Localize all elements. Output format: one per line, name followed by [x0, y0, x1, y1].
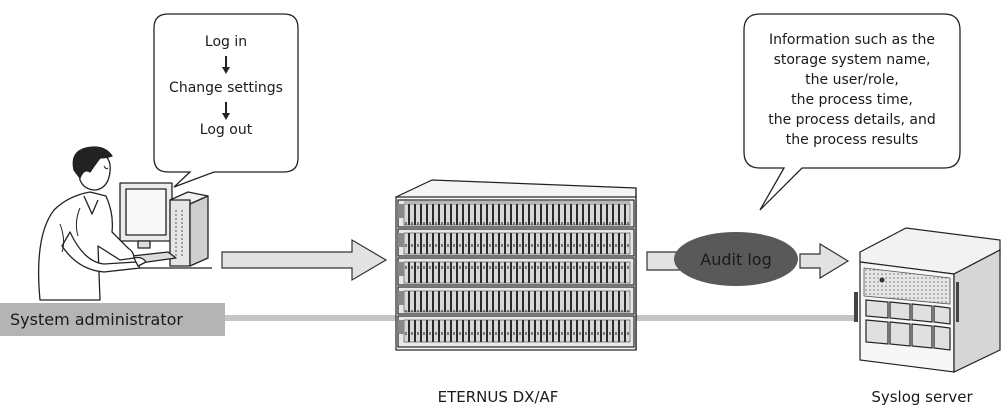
- info-line-5: the process details, and: [768, 112, 936, 128]
- drive-shelf-1: [397, 199, 635, 228]
- administrator-figure: [37, 146, 212, 301]
- admin-speech-bubble: Log in Change settings Log out: [153, 13, 299, 188]
- info-line-6: the process results: [786, 132, 919, 148]
- arrow-audit-to-syslog: [799, 242, 850, 280]
- drive-shelf-5: [397, 315, 635, 348]
- pc-tower: [169, 191, 209, 267]
- step-change-settings: Change settings: [169, 80, 283, 96]
- step-log-in: Log in: [205, 34, 247, 50]
- system-administrator-label: System administrator: [0, 303, 225, 336]
- info-line-2: storage system name,: [774, 52, 931, 68]
- info-line-4: the process time,: [791, 92, 913, 108]
- info-speech-bubble: Information such as the storage system n…: [743, 13, 961, 211]
- step-log-out: Log out: [200, 122, 253, 138]
- step-arrow-2: [222, 102, 230, 120]
- drive-shelf-3: [397, 257, 635, 286]
- storage-label: ETERNUS DX/AF: [438, 388, 559, 406]
- info-line-3: the user/role,: [805, 72, 899, 88]
- syslog-server: [854, 227, 1001, 373]
- drive-shelf-4: [397, 286, 635, 315]
- drive-shelf-2: [397, 228, 635, 257]
- audit-log-text: Audit log: [700, 250, 771, 269]
- arrow-admin-to-storage: [221, 238, 388, 282]
- storage-array: [395, 179, 637, 351]
- connection-line: [225, 315, 854, 321]
- server-bays: [865, 299, 951, 351]
- syslog-label: Syslog server: [871, 388, 973, 406]
- info-line-1: Information such as the: [769, 32, 935, 48]
- step-arrow-1: [222, 56, 230, 74]
- system-administrator-text: System administrator: [10, 310, 183, 329]
- audit-log-badge: Audit log: [674, 232, 798, 286]
